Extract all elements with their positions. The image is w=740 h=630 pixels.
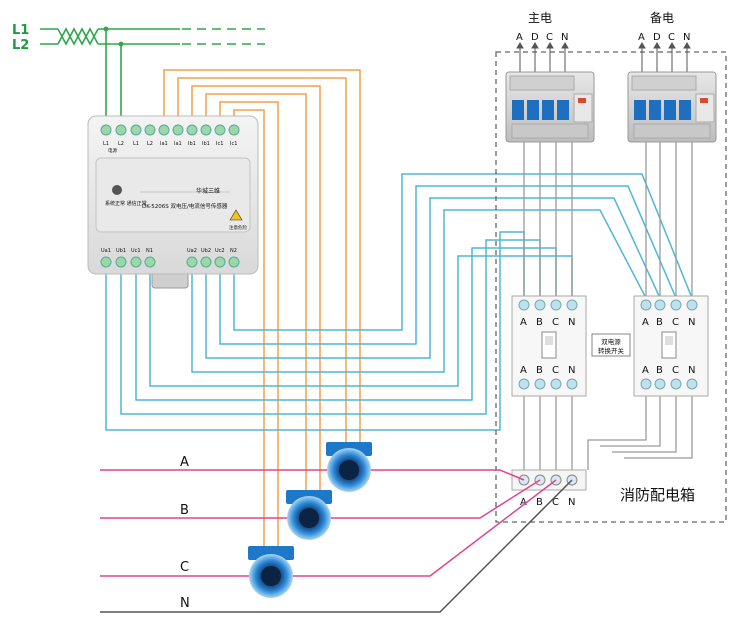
svg-text:A: A xyxy=(642,365,649,376)
svg-text:B: B xyxy=(536,497,543,508)
svg-text:C: C xyxy=(552,365,559,376)
module-top-terminals xyxy=(100,124,240,136)
power-input-lines xyxy=(40,26,265,128)
svg-text:Ua1: Ua1 xyxy=(101,248,111,254)
svg-text:B: B xyxy=(536,317,543,328)
svg-text:N: N xyxy=(561,32,568,43)
module-bottom-terminals xyxy=(100,256,240,268)
svg-text:L1: L1 xyxy=(133,141,139,147)
ct-ring-c xyxy=(248,546,294,598)
main-supply-title: 主电 xyxy=(528,11,552,25)
svg-text:B: B xyxy=(656,365,663,376)
svg-text:Uc1: Uc1 xyxy=(131,248,141,254)
backup-supply-title: 备电 xyxy=(650,11,674,25)
module-status-text: 系统正常 通信正常 xyxy=(105,200,147,207)
svg-text:B: B xyxy=(656,317,663,328)
backup-supply-terminals: A D C N xyxy=(638,32,690,43)
svg-text:Ub1: Ub1 xyxy=(116,248,126,254)
svg-text:C: C xyxy=(672,365,679,376)
main-supply-terminals: A D C N xyxy=(516,32,568,43)
svg-text:C: C xyxy=(668,32,675,43)
svg-text:A: A xyxy=(520,365,527,376)
svg-text:Ub2: Ub2 xyxy=(201,248,211,254)
svg-text:N: N xyxy=(568,365,575,376)
output-terminal-labels: A B C N xyxy=(520,497,575,508)
svg-text:Ua2: Ua2 xyxy=(187,248,197,254)
svg-text:Ia1: Ia1 xyxy=(174,141,182,147)
svg-text:C: C xyxy=(180,560,189,575)
module-warning-text: 注意危险 xyxy=(229,224,247,231)
svg-text:N: N xyxy=(568,497,575,508)
module-bottom-right-labels: Ua2 Ub2 Uc2 N2 xyxy=(187,248,237,254)
transfer-switch-left xyxy=(511,295,587,397)
module-brand-text: 华城三维 xyxy=(196,187,220,195)
svg-text:B: B xyxy=(536,365,543,376)
svg-text:C: C xyxy=(552,317,559,328)
transfer-switch-label-1: 双电源 xyxy=(601,337,621,346)
svg-text:L1: L1 xyxy=(103,141,109,147)
svg-text:N: N xyxy=(180,596,190,611)
switch-right-bottom-labels: A B C N xyxy=(642,365,695,376)
svg-text:L2: L2 xyxy=(147,141,153,147)
svg-text:N: N xyxy=(688,317,695,328)
module-model-text: DK-5206S 双电压/电流信号传感器 xyxy=(142,202,228,210)
ct-ring-b xyxy=(286,490,332,540)
svg-text:B: B xyxy=(180,503,189,518)
svg-text:D: D xyxy=(653,32,661,43)
svg-text:N1: N1 xyxy=(146,248,153,254)
main-breaker xyxy=(505,71,595,143)
transfer-switch-label-2: 转换开关 xyxy=(598,346,625,355)
module-top-sub-label: 电源 xyxy=(108,147,117,154)
svg-text:Ib1: Ib1 xyxy=(202,141,210,147)
l1-label: L1 xyxy=(12,23,29,38)
svg-text:A: A xyxy=(642,317,649,328)
svg-text:A: A xyxy=(180,455,189,470)
load-lines xyxy=(100,469,573,613)
module-bottom-left-labels: Ua1 Ub1 Uc1 N1 xyxy=(101,248,153,254)
svg-text:N: N xyxy=(683,32,690,43)
supply-arrows xyxy=(516,42,691,72)
svg-text:Uc2: Uc2 xyxy=(215,248,225,254)
transfer-switch-right xyxy=(633,295,709,397)
l2-label: L2 xyxy=(12,38,29,53)
svg-text:Ic1: Ic1 xyxy=(230,141,237,147)
svg-text:Ib1: Ib1 xyxy=(188,141,196,147)
svg-text:Ia1: Ia1 xyxy=(160,141,168,147)
svg-text:C: C xyxy=(672,317,679,328)
load-line-labels: A B C N xyxy=(180,455,190,611)
svg-text:A: A xyxy=(638,32,645,43)
svg-text:C: C xyxy=(552,497,559,508)
svg-text:N: N xyxy=(688,365,695,376)
fire-distribution-cabinet xyxy=(495,51,727,523)
svg-text:A: A xyxy=(520,317,527,328)
backup-breaker xyxy=(627,71,717,143)
ct-ring-a xyxy=(326,442,372,492)
svg-text:Ic1: Ic1 xyxy=(216,141,223,147)
switch-right-top-labels: A B C N xyxy=(642,317,695,328)
svg-text:L2: L2 xyxy=(118,141,124,147)
switch-left-bottom-labels: A B C N xyxy=(520,365,575,376)
module-top-terminal-labels: L1 L2 L1 L2 Ia1 Ia1 Ib1 Ib1 Ic1 Ic1 xyxy=(103,141,237,147)
supply-feed-wires xyxy=(523,138,693,470)
sensor-module xyxy=(87,115,259,289)
svg-text:N: N xyxy=(568,317,575,328)
transfer-switch-label-box xyxy=(591,333,631,357)
switch-left-top-labels: A B C N xyxy=(520,317,575,328)
svg-text:A: A xyxy=(520,497,527,508)
svg-text:C: C xyxy=(546,32,553,43)
svg-text:A: A xyxy=(516,32,523,43)
svg-text:D: D xyxy=(531,32,539,43)
svg-text:N2: N2 xyxy=(230,248,237,254)
cabinet-label: 消防配电箱 xyxy=(620,486,695,504)
